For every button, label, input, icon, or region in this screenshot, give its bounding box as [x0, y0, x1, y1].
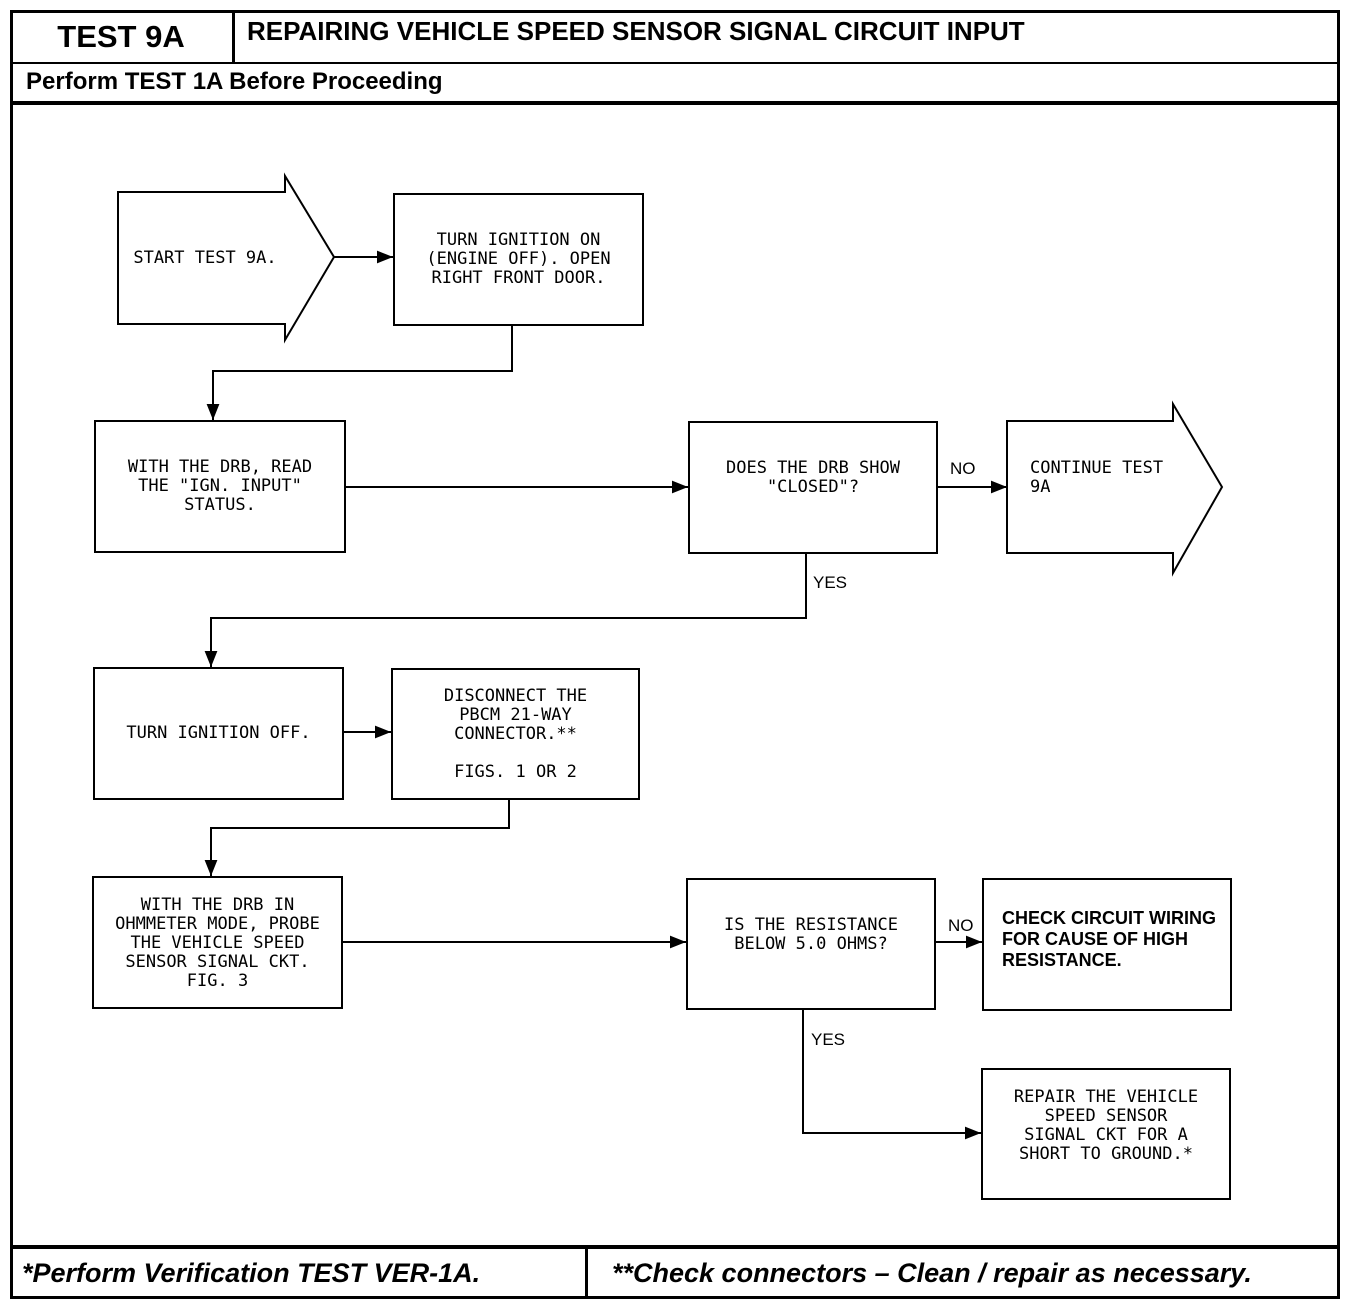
question-resistance-box: IS THE RESISTANCE BELOW 5.0 OHMS?: [686, 878, 936, 1010]
continue-test-box: CONTINUE TEST 9A: [1030, 458, 1164, 497]
page-frame: [10, 10, 1340, 1299]
page-subtitle: Perform TEST 1A Before Proceeding: [26, 68, 443, 95]
read-ign-status-box: WITH THE DRB, READ THE "IGN. INPUT" STAT…: [94, 420, 346, 553]
footer-note-connectors: **Check connectors – Clean / repair as n…: [612, 1258, 1252, 1288]
page-title: REPAIRING VEHICLE SPEED SENSOR SIGNAL CI…: [247, 16, 1025, 46]
header-row: [10, 10, 1340, 64]
label-yes-2: YES: [811, 1030, 846, 1049]
footer-column-divider: [585, 1248, 588, 1298]
footer-divider: [10, 1245, 1340, 1249]
connector-question-turnoff: [204, 553, 807, 667]
start-test-box: START TEST 9A.: [133, 247, 277, 268]
disconnect-connector-box: DISCONNECT THE PBCM 21-WAY CONNECTOR.** …: [391, 668, 640, 800]
header-divider: [10, 101, 1340, 105]
start-arrow-shape: [117, 172, 336, 344]
turn-ignition-off-box: TURN IGNITION OFF.: [93, 667, 344, 800]
probe-circuit-box: WITH THE DRB IN OHMMETER MODE, PROBE THE…: [92, 876, 343, 1009]
continue-arrow-shape: [1006, 400, 1224, 577]
label-no-2: NO: [948, 916, 974, 935]
connector-turnon-read: [206, 325, 513, 420]
connector-resistance-repair: [802, 1010, 981, 1140]
repair-circuit-box: REPAIR THE VEHICLE SPEED SENSOR SIGNAL C…: [981, 1068, 1231, 1200]
connector-disconnect-probe: [204, 800, 510, 876]
check-wiring-box: CHECK CIRCUIT WIRING FOR CAUSE OF HIGH R…: [982, 878, 1232, 1011]
label-yes-1: YES: [813, 573, 848, 592]
footer-note-verification: *Perform Verification TEST VER-1A.: [22, 1258, 481, 1288]
question-closed-box: DOES THE DRB SHOW "CLOSED"?: [688, 421, 938, 554]
test-id: TEST 9A: [10, 10, 235, 64]
turn-ignition-on-box: TURN IGNITION ON (ENGINE OFF). OPEN RIGH…: [393, 193, 644, 326]
label-no-1: NO: [950, 459, 976, 478]
